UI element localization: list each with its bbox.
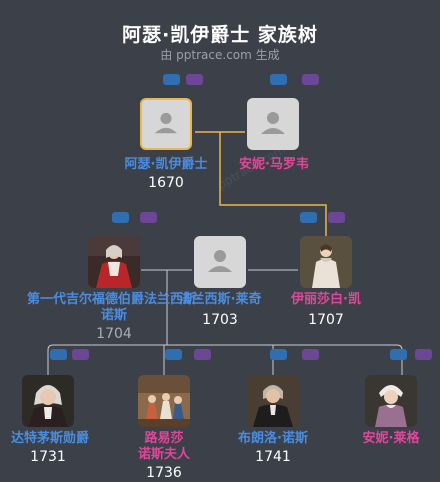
person-year-gilford: 1704 [96,326,132,342]
person-silhouette-icon [261,112,285,134]
person-silhouette-icon [208,250,232,272]
person-card-elizabeth[interactable] [300,236,352,288]
badge-blue[interactable] [112,212,129,223]
badge-purple[interactable] [186,74,203,85]
person-year-elizabeth: 1707 [308,312,344,328]
badge-blue[interactable] [270,349,287,360]
badge-purple[interactable] [302,349,319,360]
person-card-gilford[interactable] [88,236,140,288]
badge-purple[interactable] [302,74,319,85]
person-name-dartmouth[interactable]: 达特茅斯勋爵 [10,431,89,446]
person-silhouette-icon [154,112,178,134]
person-name-louisa-line2[interactable]: 诺斯夫人 [137,447,190,462]
person-name-middle[interactable]: 法兰西斯·莱奇 [178,292,262,307]
person-name-gilford-line1[interactable]: 第一代吉尔福德伯爵法兰西斯· [27,292,201,307]
person-card-brownlow[interactable] [247,375,299,427]
person-year-louisa: 1736 [146,465,182,481]
page-title: 阿瑟·凯伊爵士 家族树 [122,24,318,46]
badge-blue[interactable] [300,212,317,223]
badge-purple[interactable] [328,212,345,223]
person-name-elizabeth[interactable]: 伊丽莎白·凯 [291,292,361,307]
person-card-louisa[interactable] [138,375,190,427]
person-name-anne-marlow[interactable]: 安妮·马罗韦 [239,157,309,172]
portrait-man-white-wig [22,375,74,427]
person-card-arthur[interactable] [140,98,192,150]
person-name-brownlow[interactable]: 布朗洛·诺斯 [238,431,308,446]
page-subtitle: 由 pptrace.com 生成 [160,48,280,62]
portrait-man-dark-coat [247,375,299,427]
badge-blue[interactable] [163,74,180,85]
badge-purple[interactable] [194,349,211,360]
badge-blue[interactable] [270,74,287,85]
person-name-gilford-line2[interactable]: 诺斯 [100,308,127,323]
person-year-arthur: 1670 [148,175,184,191]
person-card-middle[interactable] [194,236,246,288]
person-year-dartmouth: 1731 [30,449,66,465]
descent-line-gen1 [219,132,327,236]
person-name-anne-legge[interactable]: 安妮·莱格 [362,431,420,446]
portrait-group-scene [138,375,190,427]
badge-purple[interactable] [415,349,432,360]
badge-purple[interactable] [140,212,157,223]
badge-blue[interactable] [165,349,182,360]
portrait-man-red-robe [88,236,140,288]
badge-purple[interactable] [72,349,89,360]
person-year-brownlow: 1741 [255,449,291,465]
badge-blue[interactable] [390,349,407,360]
person-card-anne-marlow[interactable] [247,98,299,150]
portrait-woman-white-dress [300,236,352,288]
person-card-anne-legge[interactable] [365,375,417,427]
sibling-bar [47,344,403,375]
person-year-middle: 1703 [202,312,238,328]
badge-blue[interactable] [50,349,67,360]
person-name-arthur[interactable]: 阿瑟·凯伊爵士 [124,157,208,172]
portrait-woman-bonnet [365,375,417,427]
person-card-dartmouth[interactable] [22,375,74,427]
person-name-louisa-line1[interactable]: 路易莎 [144,431,184,446]
